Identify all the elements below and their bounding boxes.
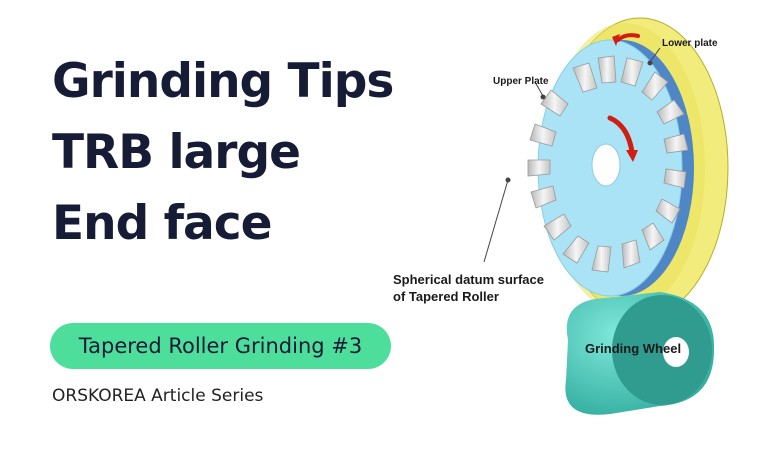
series-badge: Tapered Roller Grinding #3 <box>50 323 391 369</box>
leader-dot-icon <box>647 60 653 66</box>
series-label: ORSKOREA Article Series <box>52 386 264 406</box>
wheel-bore <box>663 337 689 367</box>
arrowhead-icon <box>612 34 620 46</box>
title-line-2: TRB large <box>52 125 301 180</box>
center-hole <box>591 143 621 187</box>
article-title: Grinding Tips TRB large End face <box>52 46 394 259</box>
grinding-wheel <box>565 292 715 415</box>
arrowhead-icon <box>626 150 638 162</box>
leader-dot-icon <box>540 94 546 100</box>
tapered-rollers <box>527 55 689 273</box>
title-line-1: Grinding Tips <box>52 54 394 109</box>
datum-surface-label-line2: of Tapered Roller <box>393 289 499 304</box>
datum-surface-label-line1: Spherical datum surface <box>393 272 544 287</box>
upper-plate-label: Upper Plate <box>493 76 549 87</box>
lower-plate-rotation-arrow <box>616 33 640 42</box>
leader-dot-icon <box>505 177 511 183</box>
upper-plate-rotation-arrow <box>607 115 635 155</box>
title-line-3: End face <box>52 196 272 251</box>
lower-plate-label: Lower plate <box>662 38 718 49</box>
leader-lines <box>483 47 661 263</box>
grinding-wheel-label: Grinding Wheel <box>585 341 681 356</box>
